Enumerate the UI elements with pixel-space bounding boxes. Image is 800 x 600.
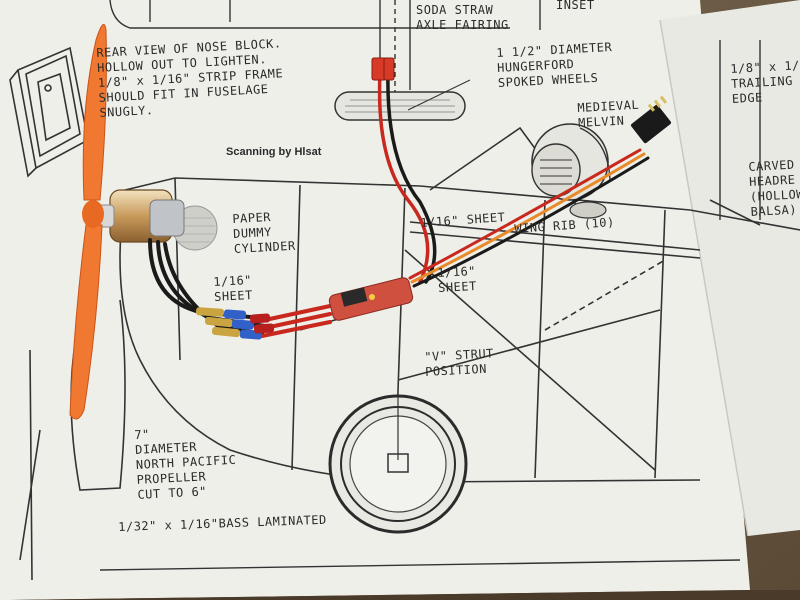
speed-controller: [328, 277, 414, 321]
label-dummy-cylinder: PAPER DUMMY CYLINDER: [232, 209, 297, 256]
label-v-strut: "V" STRUT POSITION: [424, 346, 495, 379]
plan-sheet-right: [660, 0, 800, 536]
brushless-motor: [85, 189, 185, 243]
label-wheels: 1 1/2" DIAMETER HUNGERFORD SPOKED WHEELS: [496, 39, 613, 90]
label-sheet-mid: 1/16" SHEET: [437, 263, 478, 295]
label-pilot: MEDIEVAL MELVIN: [577, 97, 640, 130]
pilot-head-drawing: [531, 123, 611, 219]
orange-propeller: [69, 23, 107, 420]
bullet-connectors: [195, 307, 275, 340]
label-headrest: CARVED HEADRE (HOLLOW BALSA): [748, 157, 800, 219]
wheel-drawing: [328, 394, 468, 534]
label-sheet-left: 1/16" SHEET: [213, 272, 254, 304]
axle-fairing-drawing: [334, 79, 471, 121]
battery-connector: [371, 57, 395, 81]
label-propeller: 7" DIAMETER NORTH PACIFIC PROPELLER CUT …: [134, 427, 237, 502]
paper-shadow: [10, 590, 800, 600]
label-inset: INSET: [556, 0, 595, 12]
label-trailing-edge: 1/8" x 1/ TRAILING EDGE: [730, 58, 800, 106]
label-flattened-straw: FLATTENED SODA STRAW AXLE FAIRING: [416, 0, 509, 32]
label-credit: Scanning by Hlsat: [226, 146, 322, 158]
label-nose-block: REAR VIEW OF NOSE BLOCK. HOLLOW OUT TO L…: [96, 36, 284, 120]
wiring-harness: [148, 70, 650, 338]
servo-connector: [631, 95, 671, 144]
